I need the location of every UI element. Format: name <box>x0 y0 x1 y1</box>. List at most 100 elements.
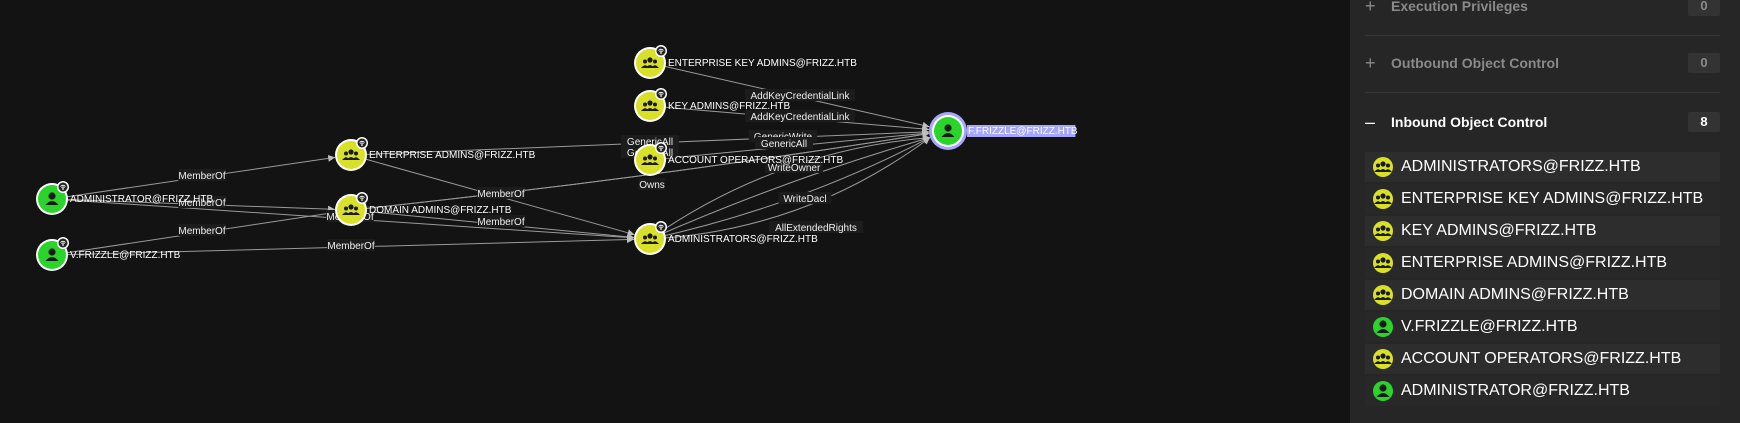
node-label: ACCOUNT OPERATORS@FRIZZ.HTB <box>668 155 843 166</box>
section-title: Outbound Object Control <box>1391 55 1559 71</box>
node-label: F.FRIZZLE@FRIZZ.HTB <box>968 126 1078 137</box>
list-item[interactable]: DOMAIN ADMINS@FRIZZ.HTB <box>1365 280 1720 310</box>
svg-text:AllExtendedRights: AllExtendedRights <box>775 223 857 234</box>
node-label: KEY ADMINS@FRIZZ.HTB <box>668 101 791 112</box>
graph-node-eadmins[interactable]: ENTERPRISE ADMINS@FRIZZ.HTB <box>335 137 536 171</box>
graph-edge-labels: AddKeyCredentialLinkAddKeyCredentialLink… <box>178 89 864 252</box>
graph-edge[interactable] <box>649 136 931 240</box>
edge-label[interactable]: AddKeyCredentialLink <box>745 110 855 123</box>
svg-text:AddKeyCredentialLink: AddKeyCredentialLink <box>751 91 851 102</box>
edge-label[interactable]: WriteOwner <box>765 161 823 174</box>
expand-icon[interactable]: + <box>1365 52 1376 73</box>
node-label: DOMAIN ADMINS@FRIZZ.HTB <box>369 205 512 216</box>
list-item-label: ENTERPRISE ADMINS@FRIZZ.HTB <box>1401 254 1668 271</box>
collapse-icon[interactable]: – <box>1365 111 1376 132</box>
user-icon <box>45 192 59 205</box>
group-icon <box>1373 221 1393 241</box>
group-icon <box>342 204 360 215</box>
group-icon <box>1373 285 1393 305</box>
edge-label[interactable]: MemberOf <box>327 239 375 252</box>
list-item-label: ADMINISTRATORS@FRIZZ.HTB <box>1401 158 1641 175</box>
list-item[interactable]: ENTERPRISE KEY ADMINS@FRIZZ.HTB <box>1365 184 1720 214</box>
edge-label[interactable]: Owns <box>638 178 666 191</box>
svg-text:MemberOf: MemberOf <box>178 171 225 182</box>
graph-svg[interactable]: AddKeyCredentialLinkAddKeyCredentialLink… <box>0 0 1350 423</box>
edge-label[interactable]: WriteDacl <box>778 192 832 205</box>
edge-label[interactable]: AddKeyCredentialLink <box>745 89 855 102</box>
graph-node-ekadmins[interactable]: ENTERPRISE KEY ADMINS@FRIZZ.HTB <box>634 45 857 79</box>
graph-edge[interactable] <box>350 131 930 211</box>
count-badge: 0 <box>1688 0 1720 16</box>
list-item-label: KEY ADMINS@FRIZZ.HTB <box>1401 222 1597 239</box>
group-icon <box>641 100 659 111</box>
svg-text:MemberOf: MemberOf <box>178 226 225 237</box>
group-icon <box>1373 157 1393 177</box>
list-item[interactable]: ADMINISTRATOR@FRIZZ.HTB <box>1365 376 1720 406</box>
list-item[interactable]: V.FRIZZLE@FRIZZ.HTB <box>1365 312 1720 342</box>
edge-label[interactable]: MemberOf <box>477 215 525 228</box>
node-label: ADMINISTRATOR@FRIZZ.HTB <box>70 194 213 205</box>
section-title: Execution Privileges <box>1391 0 1528 14</box>
graph-node-admins[interactable]: ADMINISTRATORS@FRIZZ.HTB <box>634 221 818 255</box>
section-outbound-object-control[interactable]: + Outbound Object Control 0 <box>1365 34 1720 93</box>
list-item[interactable]: ENTERPRISE ADMINS@FRIZZ.HTB <box>1365 248 1720 278</box>
svg-text:MemberOf: MemberOf <box>477 217 524 228</box>
list-item-label: ADMINISTRATOR@FRIZZ.HTB <box>1401 382 1630 399</box>
node-label: V.FRIZZLE@FRIZZ.HTB <box>70 250 181 261</box>
section-title: Inbound Object Control <box>1391 114 1548 130</box>
list-item-label: V.FRIZZLE@FRIZZ.HTB <box>1401 318 1578 335</box>
svg-text:GenericAll: GenericAll <box>761 139 807 150</box>
edge-label[interactable]: AllExtendedRights <box>768 221 864 234</box>
list-item-label: ACCOUNT OPERATORS@FRIZZ.HTB <box>1401 350 1682 367</box>
svg-text:AddKeyCredentialLink: AddKeyCredentialLink <box>751 112 851 123</box>
group-icon <box>641 57 659 68</box>
node-info-panel: + Execution Privileges 0 + Outbound Obje… <box>1350 0 1740 423</box>
list-item[interactable]: ADMINISTRATORS@FRIZZ.HTB <box>1365 152 1720 182</box>
graph-node-administrator[interactable]: ADMINISTRATOR@FRIZZ.HTB <box>36 181 213 215</box>
svg-text:MemberOf: MemberOf <box>178 198 225 209</box>
list-item-label: DOMAIN ADMINS@FRIZZ.HTB <box>1401 286 1629 303</box>
edge-label[interactable]: MemberOf <box>178 196 226 209</box>
section-inbound-object-control[interactable]: – Inbound Object Control 8 <box>1365 93 1720 151</box>
section-execution-privileges[interactable]: + Execution Privileges 0 <box>1365 0 1720 36</box>
group-icon <box>641 154 659 165</box>
graph-node-kadmins[interactable]: KEY ADMINS@FRIZZ.HTB <box>634 88 791 122</box>
count-badge: 0 <box>1688 53 1720 73</box>
svg-text:MemberOf: MemberOf <box>327 241 374 252</box>
badge-icon <box>655 45 667 57</box>
group-icon <box>1373 253 1393 273</box>
svg-text:GenericAll: GenericAll <box>627 137 673 148</box>
badge-icon <box>57 237 69 249</box>
svg-text:WriteOwner: WriteOwner <box>768 163 821 174</box>
svg-text:MemberOf: MemberOf <box>477 189 524 200</box>
list-item[interactable]: ACCOUNT OPERATORS@FRIZZ.HTB <box>1365 344 1720 374</box>
badge-icon <box>655 142 667 154</box>
badge-icon <box>655 221 667 233</box>
expand-icon[interactable]: + <box>1365 0 1376 16</box>
graph-node-vfrizzle[interactable]: V.FRIZZLE@FRIZZ.HTB <box>36 237 181 271</box>
user-icon <box>1373 381 1393 401</box>
edge-label[interactable]: MemberOf <box>178 224 226 237</box>
list-item[interactable]: KEY ADMINS@FRIZZ.HTB <box>1365 216 1720 246</box>
graph-edge[interactable] <box>649 137 931 240</box>
user-icon <box>941 124 955 137</box>
graph-node-dadmins[interactable]: DOMAIN ADMINS@FRIZZ.HTB <box>335 192 512 226</box>
graph-node-acctops[interactable]: ACCOUNT OPERATORS@FRIZZ.HTB <box>634 142 843 176</box>
badge-icon <box>356 137 368 149</box>
group-icon <box>342 149 360 160</box>
edge-label[interactable]: MemberOf <box>477 187 525 200</box>
node-label: ADMINISTRATORS@FRIZZ.HTB <box>668 234 818 245</box>
count-badge: 8 <box>1688 112 1720 132</box>
edge-label[interactable]: GenericAll <box>755 137 813 150</box>
node-label: ENTERPRISE ADMINS@FRIZZ.HTB <box>369 150 536 161</box>
svg-text:Owns: Owns <box>639 180 665 191</box>
graph-node-ffrizzle[interactable]: F.FRIZZLE@FRIZZ.HTB <box>929 112 1078 150</box>
node-label: ENTERPRISE KEY ADMINS@FRIZZ.HTB <box>668 58 857 69</box>
svg-text:WriteDacl: WriteDacl <box>783 194 826 205</box>
inbound-object-list: ADMINISTRATORS@FRIZZ.HTB ENTERPRISE KEY A… <box>1365 152 1720 408</box>
group-icon <box>1373 349 1393 369</box>
badge-icon <box>356 192 368 204</box>
user-icon <box>1373 317 1393 337</box>
edge-label[interactable]: MemberOf <box>178 169 226 182</box>
